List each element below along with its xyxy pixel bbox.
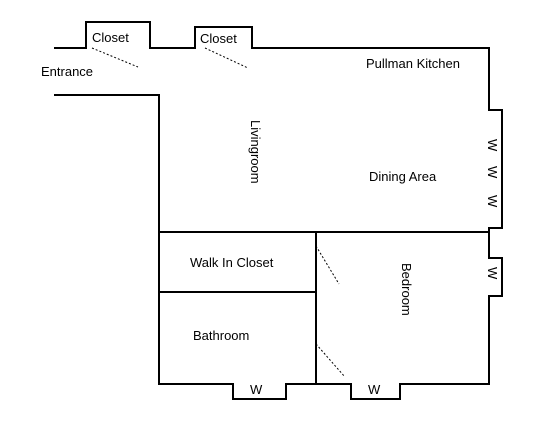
outer-walls bbox=[54, 21, 503, 400]
bathroom-label: Bathroom bbox=[193, 328, 249, 343]
closet-left-label: Closet bbox=[92, 30, 129, 45]
window-mark: W bbox=[485, 195, 500, 208]
window-mark: W bbox=[485, 267, 500, 280]
closet-right-label: Closet bbox=[200, 31, 237, 46]
entrance-label: Entrance bbox=[41, 64, 93, 79]
window-mark: W bbox=[485, 166, 500, 179]
kitchen-label: Pullman Kitchen bbox=[366, 56, 460, 71]
window-mark: W bbox=[485, 139, 500, 152]
walk-in-closet-label: Walk In Closet bbox=[190, 255, 274, 270]
livingroom-label: Livingroom bbox=[248, 120, 263, 184]
window-mark: W bbox=[368, 382, 381, 397]
bedroom-label: Bedroom bbox=[399, 263, 414, 316]
window-mark: W bbox=[250, 382, 263, 397]
interior-walls bbox=[158, 231, 490, 385]
door-swings bbox=[91, 47, 346, 378]
dining-area-label: Dining Area bbox=[369, 169, 437, 184]
